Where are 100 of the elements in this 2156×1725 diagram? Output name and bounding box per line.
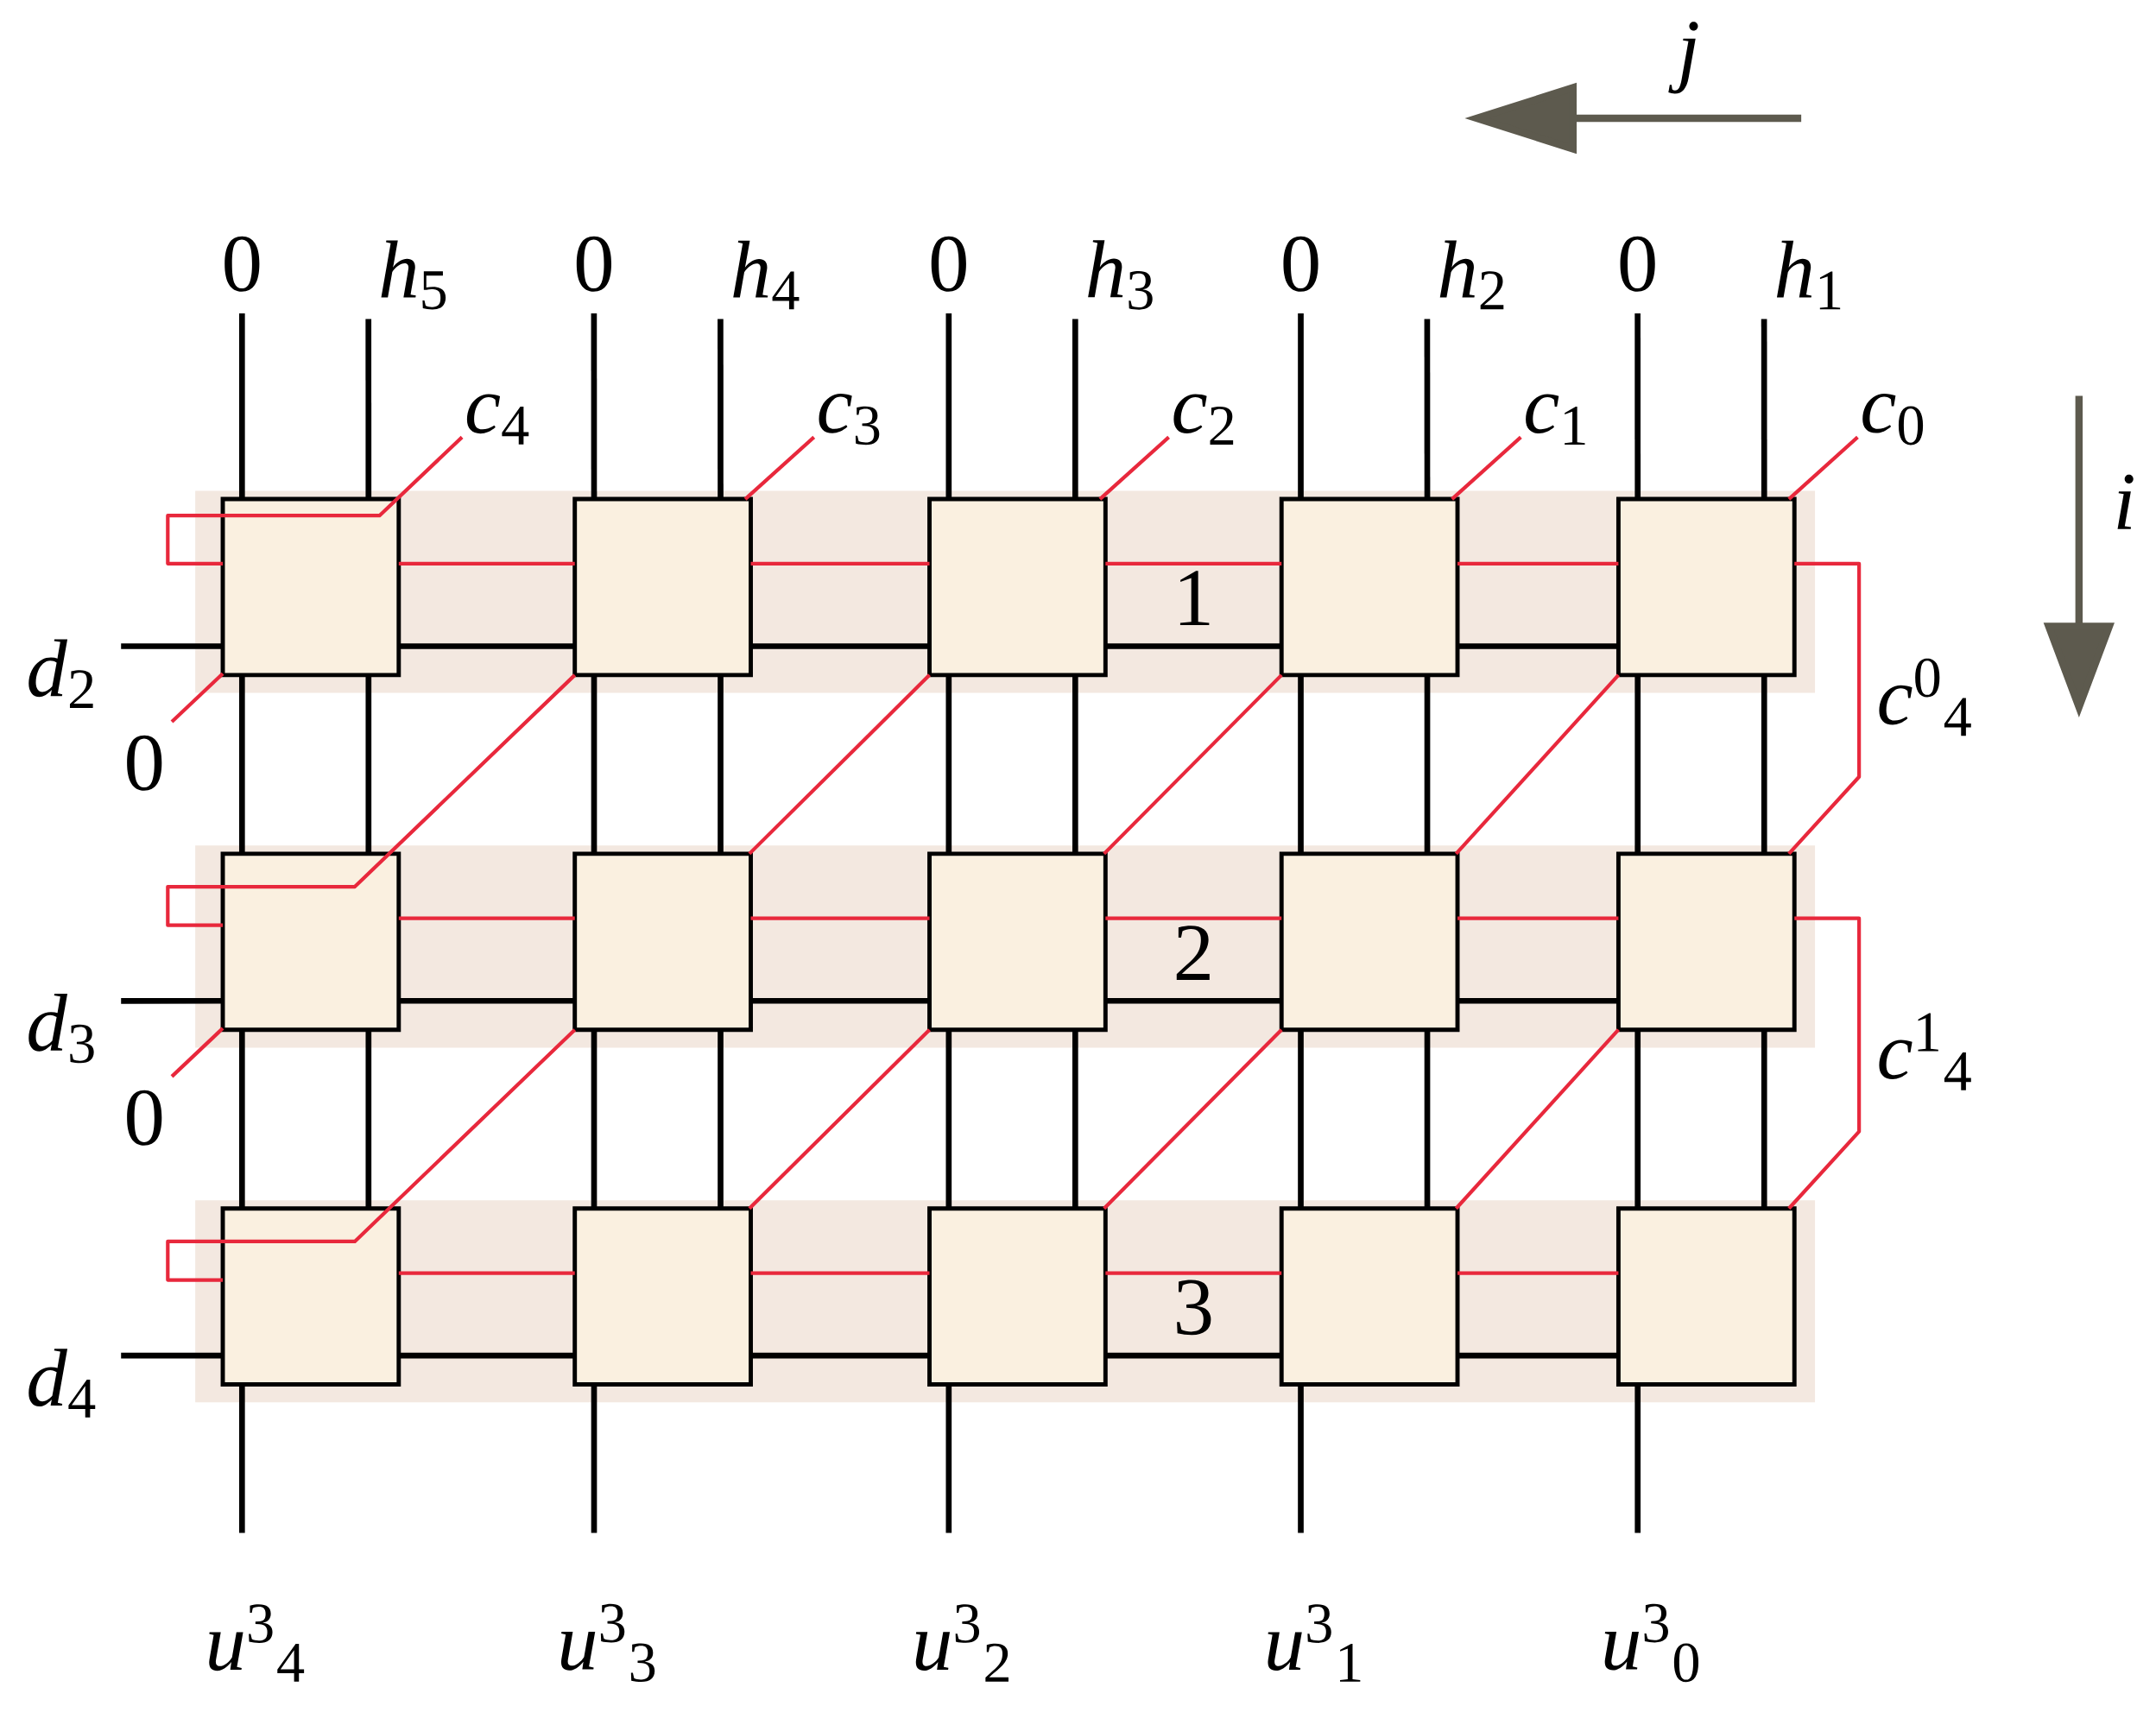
row-number: 1 (1179, 571, 1210, 625)
signal-label: c$_{0}$ (1862, 393, 1924, 445)
signal-label: 0 (224, 236, 260, 292)
cell-box (1615, 851, 1797, 1033)
cell-box (1615, 496, 1797, 678)
connector-line (1105, 1352, 1282, 1359)
axis-label: i (2117, 474, 2134, 529)
connector-line (1457, 561, 1619, 566)
connector-line (238, 1029, 245, 1209)
connector-line (748, 673, 931, 856)
connector-line (1298, 1029, 1304, 1209)
connector-line (1098, 435, 1171, 501)
connector-line (1787, 916, 1862, 1210)
signal-label: u$^{3}$3 (560, 1603, 655, 1683)
connector-line (1457, 916, 1619, 920)
connector-line (398, 643, 575, 649)
connector-line (718, 1029, 724, 1209)
signal-label: c$_{2}$ (1173, 394, 1234, 445)
connector-line (748, 1028, 931, 1210)
connector-line (365, 674, 372, 854)
connector-line (1634, 674, 1641, 854)
connector-line (365, 319, 372, 500)
signal-label: 0 (127, 1090, 162, 1146)
connector-line (1424, 674, 1431, 854)
signal-label: d$_{4}$ (28, 1349, 96, 1418)
connector-line (166, 435, 464, 566)
connector-line (1457, 643, 1619, 649)
cell-box (572, 496, 753, 678)
connector-line (750, 997, 930, 1004)
connector-line (945, 1029, 952, 1209)
cell-box (572, 1206, 753, 1387)
connector-line (1105, 643, 1282, 649)
connector-line (718, 674, 724, 854)
signal-label: h$_{2}$ (1439, 240, 1504, 310)
signal-label: 0 (1620, 236, 1655, 292)
connector-line (718, 319, 724, 500)
signal-label: u$^{3}$2 (915, 1604, 1008, 1682)
cell-box (927, 1206, 1108, 1387)
connector-line (1298, 1384, 1304, 1533)
connector-line (1451, 435, 1522, 501)
cell-box (927, 851, 1108, 1033)
connector-line (591, 674, 597, 854)
connector-line (1457, 1352, 1619, 1359)
connector-line (1424, 1029, 1431, 1209)
connector-line (398, 561, 575, 566)
connector-line (398, 916, 575, 920)
signal-label: 0 (576, 236, 611, 292)
signal-label: h$_{1}$ (1776, 240, 1841, 310)
cell-box (220, 851, 401, 1033)
connector-line (1761, 1029, 1767, 1209)
connector-line (1787, 561, 1862, 856)
connector-line (1298, 674, 1304, 854)
connector-line (1424, 319, 1431, 500)
connector-line (1105, 916, 1282, 920)
connector-line (1454, 1028, 1620, 1210)
connector-line (1634, 1029, 1641, 1209)
connector-line (1105, 1271, 1282, 1275)
connector-line (1634, 1384, 1641, 1533)
connector-line (945, 674, 952, 854)
connector-line (750, 1352, 930, 1359)
connector-line (1454, 673, 1620, 856)
connector-line (1457, 997, 1619, 1004)
connector-line (238, 1384, 245, 1533)
signal-label: c$_{4}$ (466, 394, 529, 445)
connector-line (1457, 1271, 1619, 1275)
connector-line (166, 1028, 577, 1282)
edge-label: c$^{0}$4 (1879, 658, 1971, 736)
connector-line (1072, 674, 1078, 854)
connector-line (1072, 319, 1078, 500)
connector-line (1072, 1029, 1078, 1209)
connector-line (591, 1029, 597, 1209)
connector-line (398, 1352, 575, 1359)
signal-label: d$_{2}$ (28, 639, 93, 709)
connector-line (238, 674, 245, 854)
cell-box (1279, 851, 1460, 1033)
signal-label: u$^{3}$1 (1268, 1604, 1361, 1682)
signal-label: 0 (127, 735, 162, 791)
connector-line (170, 1027, 224, 1078)
cell-box (927, 496, 1108, 678)
signal-label: h$_{3}$ (1088, 240, 1153, 310)
connector-line (1103, 1028, 1283, 1210)
connector-line (743, 435, 816, 501)
connector-line (1103, 673, 1283, 856)
connector-line (750, 643, 930, 649)
row-number: 2 (1176, 926, 1210, 980)
edge-label: c$^{1}$4 (1879, 1013, 1971, 1090)
connector-line (1761, 674, 1767, 854)
connector-line (398, 997, 575, 1004)
connector-line (1105, 561, 1282, 566)
connector-line (591, 1384, 597, 1533)
cell-box (1279, 496, 1460, 678)
connector-line (750, 916, 930, 920)
cell-box (220, 1206, 401, 1387)
connector-line (945, 1384, 952, 1533)
connector-line (1761, 319, 1767, 500)
signal-label: u$^{3}$4 (209, 1604, 305, 1682)
signal-label: d$_{3}$ (28, 994, 94, 1064)
connector-line (750, 561, 930, 566)
cell-box (1279, 1206, 1460, 1387)
cell-box (220, 496, 401, 678)
